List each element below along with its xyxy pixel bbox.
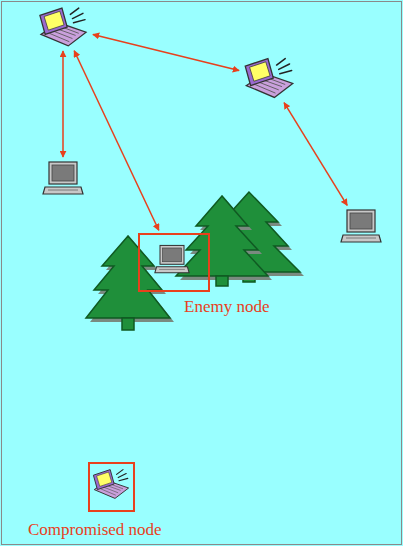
network-node xyxy=(42,160,84,200)
wireless-laptop-icon xyxy=(36,6,90,48)
laptop-icon xyxy=(42,160,84,198)
laptop-icon xyxy=(154,243,190,277)
wireless-link xyxy=(74,51,159,231)
node-label: Compromised node xyxy=(28,520,71,540)
node-label: Enemy node xyxy=(184,297,252,317)
node-icon xyxy=(91,467,131,501)
wireless-laptop-icon xyxy=(242,56,296,100)
highlighted-node: Enemy node xyxy=(138,233,210,292)
wireless-link xyxy=(62,51,64,157)
node-icon xyxy=(242,56,296,100)
node-icon xyxy=(340,208,382,246)
wireless-link xyxy=(284,103,347,206)
network-node xyxy=(242,56,296,100)
node-icon xyxy=(42,160,84,198)
network-node xyxy=(36,6,90,48)
node-icon xyxy=(36,6,90,48)
laptop-icon xyxy=(340,208,382,246)
wireless-link xyxy=(93,34,239,70)
node-icon xyxy=(154,243,190,277)
network-node xyxy=(340,208,382,248)
pine-tree xyxy=(176,196,272,286)
wireless-laptop-icon xyxy=(91,467,131,501)
highlighted-node: Compromised node xyxy=(88,462,135,512)
